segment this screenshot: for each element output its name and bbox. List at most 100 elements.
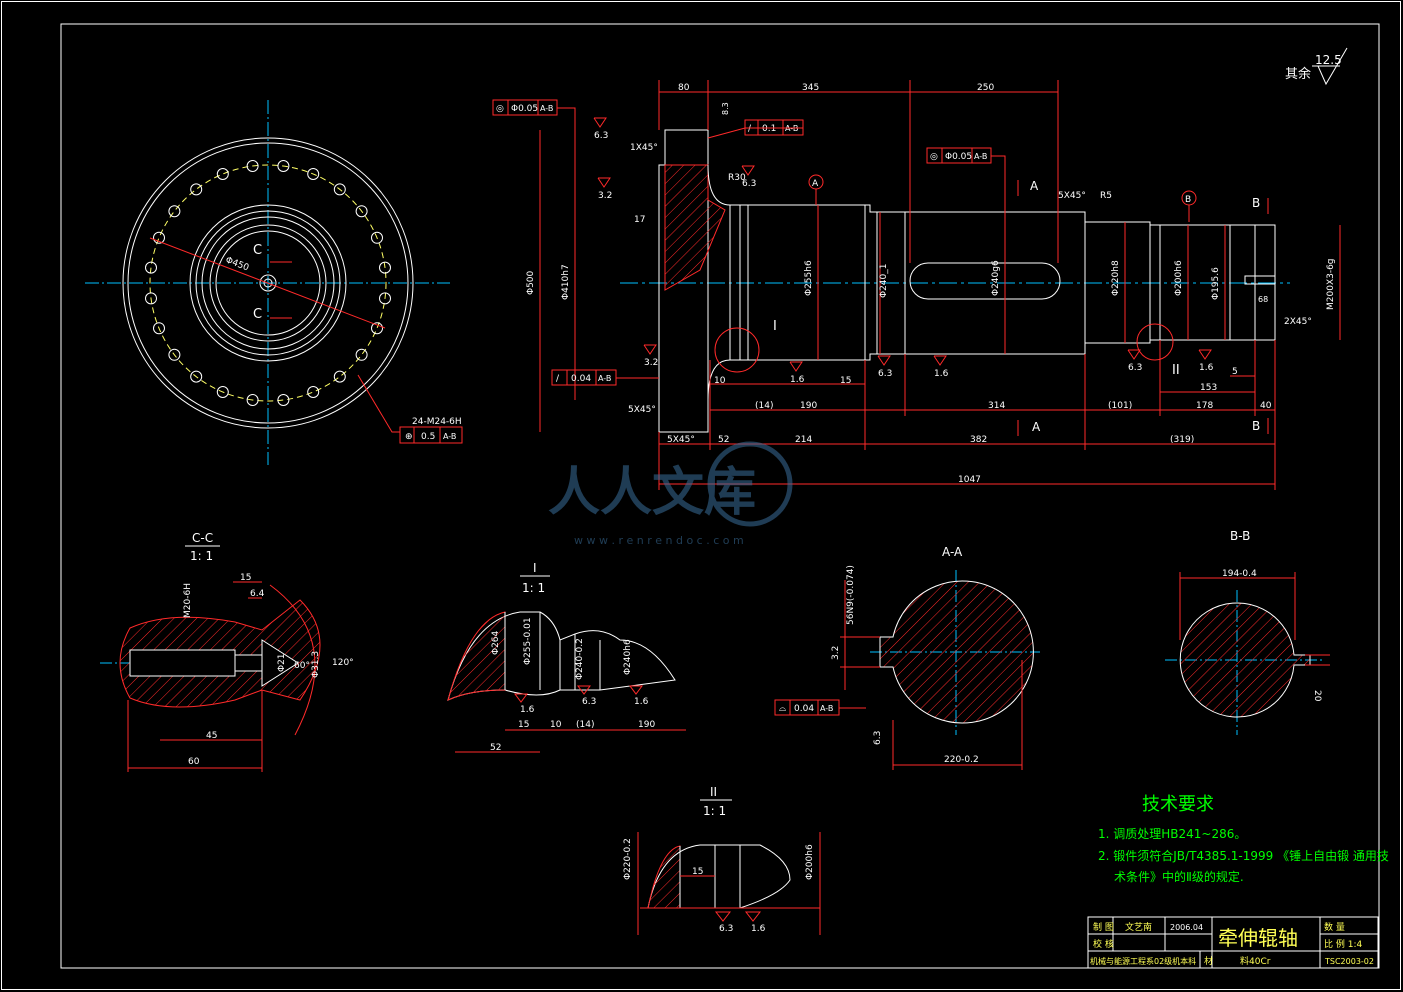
aa-rough-6-3: 6.3 [873, 731, 883, 745]
tol-frame-1: ◎ Φ0.05 A-B [492, 99, 558, 116]
svg-text:A-B: A-B [598, 374, 611, 383]
dim-top-250: 250 [977, 83, 994, 93]
section-b-top: B [1252, 196, 1260, 210]
inner-border [60, 23, 1380, 969]
cc-dim-6-4: 6.4 [250, 589, 265, 599]
svg-text:⊕: ⊕ [405, 432, 413, 442]
roughness-value: 6.3 [878, 369, 892, 379]
dim-5: 5 [1232, 367, 1238, 377]
roughness-value: 6.3 [594, 131, 608, 141]
section-bb-title: B-B [1230, 529, 1250, 543]
dia-200: Φ200h6 [1174, 260, 1184, 296]
bolt-hole [190, 183, 203, 196]
detail-1-scale: 1: 1 [522, 581, 545, 595]
section-b-bottom: B [1252, 419, 1260, 433]
dim-10: 10 [714, 376, 726, 386]
check-label: 校 核 [1093, 938, 1114, 950]
dim-214: 214 [795, 435, 812, 445]
part-name: 牵伸辊轴 [1218, 926, 1298, 950]
dia-195: Φ195.6 [1211, 267, 1221, 300]
bolt-callout: 24-M24-6H [412, 417, 462, 427]
cc-dim-thread: M20-6H [183, 583, 193, 618]
roughness-symbol [1198, 349, 1212, 360]
fillet-r30: R30 [728, 173, 746, 183]
dim-190: 190 [800, 401, 817, 411]
roughness-value: 1.6 [790, 375, 805, 385]
roughness-value: 3.2 [644, 358, 658, 368]
aa-rough-3-2: 3.2 [831, 646, 841, 660]
section-a-top: A [1030, 179, 1039, 193]
material-label: 材 [1204, 955, 1213, 967]
detail-mark-1: I [773, 319, 777, 334]
bolt-hole [190, 370, 203, 383]
d1-dim-15: 15 [518, 720, 529, 730]
roughness-symbol [741, 165, 755, 176]
cc-dim-60: 60 [188, 757, 200, 767]
end-view: Φ450 24-M24-6H ⊕ 0.5 A-B C C [85, 100, 463, 465]
bolt-hole [379, 292, 391, 305]
chamfer-note-3: 2X45° [1284, 317, 1312, 327]
tech-item-2: 2. 锻件须符合JB/T4385.1-1999 《锤上自由锻 通用技 [1098, 848, 1389, 863]
roughness-value: 3.2 [598, 191, 612, 201]
bb-dim-194: 194-0.4 [1222, 569, 1257, 579]
roughness-value: 1.6 [1199, 363, 1214, 373]
title-block: 制 图 文艺南 2006.04 校 核 牵伸辊轴 数 量 比 例 1:4 机械与… [1087, 916, 1379, 969]
draw-date: 2006.04 [1170, 923, 1203, 932]
bolt-hole [153, 322, 165, 335]
bolt-hole [333, 370, 346, 383]
svg-text:◎: ◎ [496, 104, 504, 114]
d1-dim-190: 190 [638, 720, 655, 730]
d1-dim-264: Φ264 [491, 630, 501, 655]
bolt-hole [145, 292, 157, 305]
roughness-value: 6.3 [1128, 363, 1142, 373]
d2-dim-200: Φ200h6 [805, 844, 815, 880]
svg-text:0.04: 0.04 [571, 374, 591, 384]
section-mark-c-top: C [253, 243, 262, 258]
roughness-value: 1.6 [934, 369, 949, 379]
aa-tol-datum: A-B [820, 704, 833, 713]
bb-dim-20: 20 [1312, 690, 1322, 702]
d2-rough-1-6: 1.6 [751, 924, 766, 934]
tol-frame-4: / 0.04 A-B [551, 369, 617, 386]
bolt-hole [277, 160, 290, 172]
position-tolerance: 0.5 [421, 432, 435, 442]
d1-dim-10: 10 [550, 720, 562, 730]
bolt-hole [307, 386, 320, 398]
bolt-hole [246, 394, 259, 406]
svg-text:◎: ◎ [930, 152, 938, 162]
roughness-symbol [789, 361, 803, 372]
cc-dim-15: 15 [240, 573, 251, 583]
detail-1: I 1: 1 Φ264 Φ255-0.01 Φ240-0.2 Φ240h6 1.… [447, 561, 686, 753]
section-mark-c-bottom: C [253, 307, 262, 322]
cc-dim-120deg: 120° [332, 658, 354, 668]
d1-dim-52: 52 [490, 743, 501, 753]
svg-text:A-B: A-B [974, 152, 987, 161]
detail-2-scale: 1: 1 [703, 804, 726, 818]
drawn-label: 制 图 [1093, 921, 1114, 933]
dia-255: Φ255h6 [804, 260, 814, 296]
bolt-hole [145, 261, 157, 274]
section-aa-title: A-A [942, 545, 963, 559]
roughness-label: 其余 [1285, 66, 1311, 82]
datum-a: A [812, 179, 819, 189]
dim-319: (319) [1170, 435, 1194, 445]
dim-8-3: 8.3 [721, 102, 730, 115]
svg-text:/: / [556, 374, 560, 384]
bolt-hole [371, 231, 383, 244]
bolt-hole [333, 183, 346, 196]
svg-text:Φ0.05: Φ0.05 [511, 104, 538, 114]
d2-rough-6-3: 6.3 [719, 924, 733, 934]
bolt-hole [355, 205, 368, 218]
bolt-hole [216, 168, 229, 180]
fillet-r5: R5 [1100, 191, 1112, 201]
dim-1047: 1047 [958, 475, 981, 485]
bolt-hole [277, 394, 290, 406]
aa-dim-key: 56N9(-0.074) [846, 565, 856, 625]
tech-item-1: 1. 调质处理HB241~286。 [1098, 827, 1246, 841]
watermark-url: w w w . r e n r e n d o c . c o m [574, 534, 744, 547]
roughness-value: 6.3 [742, 179, 756, 189]
roughness-value: 12.5 [1315, 53, 1342, 67]
dim-178: 178 [1196, 401, 1213, 411]
material: 料40Cr [1240, 955, 1271, 967]
